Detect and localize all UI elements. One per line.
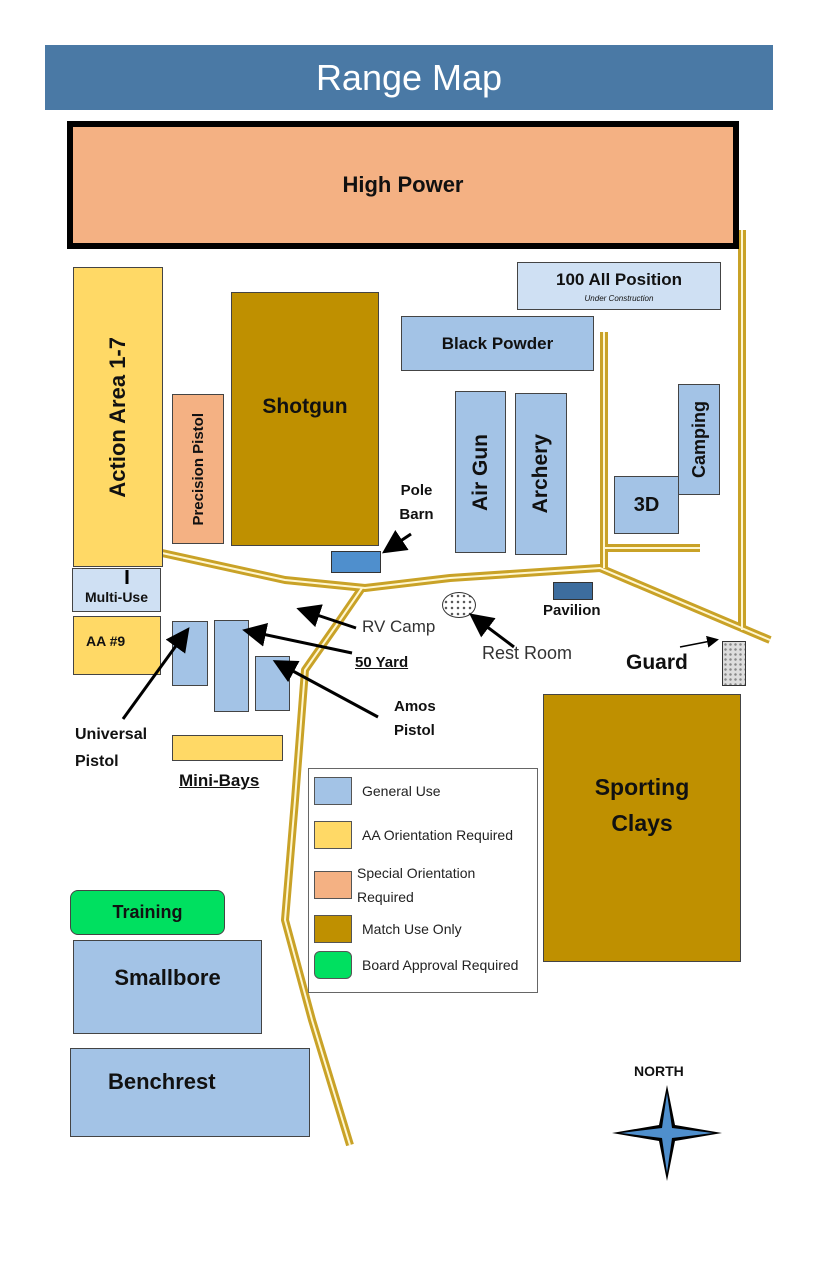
area-smallbore: Smallbore xyxy=(73,940,262,1034)
legend-label: Match Use Only xyxy=(362,921,462,937)
area-shotgun: Shotgun xyxy=(231,292,379,546)
legend-label: AA Orientation Required xyxy=(362,827,513,843)
legend-label: General Use xyxy=(362,783,441,799)
pavilion-label: Pavilion xyxy=(543,602,601,619)
area-sporting-clays: Sporting Clays xyxy=(543,694,741,962)
guard-arrow xyxy=(679,635,719,648)
pole-barn-arrow xyxy=(382,530,412,554)
compass-rose-icon xyxy=(612,1085,722,1181)
area-archery: Archery xyxy=(515,393,567,555)
north-label: NORTH xyxy=(634,1063,684,1079)
amos-pistol-arrow xyxy=(272,660,379,719)
area-high-power-label: High Power xyxy=(342,172,464,197)
guard-house xyxy=(722,641,746,686)
pole-barn-building xyxy=(331,551,381,573)
area-all-position-note: Under Construction xyxy=(584,293,654,303)
area-training: Training xyxy=(70,890,225,935)
area-all-position: 100 All Position Under Construction xyxy=(517,262,721,310)
area-high-power: High Power xyxy=(67,121,739,249)
area-all-position-label: 100 All Position xyxy=(556,269,682,289)
area-3d-label: 3D xyxy=(633,493,660,516)
legend-item: Board Approval Required xyxy=(314,951,518,979)
legend-swatch xyxy=(314,915,352,943)
mini-bays-label: Mini-Bays xyxy=(179,771,260,790)
legend-item: General Use xyxy=(314,777,441,805)
area-shotgun-label: Shotgun xyxy=(262,395,348,418)
area-black-powder: Black Powder xyxy=(401,316,594,371)
legend-swatch xyxy=(314,821,352,849)
legend-item: Match Use Only xyxy=(314,915,462,943)
rest-room-arrow xyxy=(469,613,515,649)
legend-label: Board Approval Required xyxy=(362,957,519,973)
area-multi-use-label: Multi-Use xyxy=(85,589,148,605)
area-mini-bays xyxy=(172,735,283,761)
area-camping: Camping xyxy=(678,384,720,495)
area-training-label: Training xyxy=(112,902,183,922)
universal-pistol-label: Universal Pistol xyxy=(75,726,148,770)
legend-item: Special Orientation Required xyxy=(314,861,507,909)
pavilion-building xyxy=(553,582,593,600)
area-3d: 3D xyxy=(614,476,679,534)
area-multi-use: Multi-Use xyxy=(72,568,161,612)
legend-label: Special Orientation Required xyxy=(357,865,476,905)
fifty-yard-label: 50 Yard xyxy=(355,654,409,671)
area-aa9: AA #9 xyxy=(73,616,161,675)
area-precision-pistol: Precision Pistol xyxy=(172,394,224,544)
area-sporting-clays-label: Sporting Clays xyxy=(594,774,690,836)
area-aa9-label: AA #9 xyxy=(86,633,126,649)
legend-swatch xyxy=(314,777,352,805)
legend-item: AA Orientation Required xyxy=(314,821,513,849)
guard-label: Guard xyxy=(626,651,688,674)
pole-barn-label: Pole Barn xyxy=(399,482,434,523)
area-benchrest: Benchrest xyxy=(70,1048,310,1137)
rest-room-label: Rest Room xyxy=(482,643,573,663)
page-title: Range Map xyxy=(45,45,773,110)
legend-swatch xyxy=(314,871,352,899)
amos-pistol-label: Amos Pistol xyxy=(394,698,436,739)
area-action-area: Action Area 1-7 xyxy=(73,267,163,567)
fifty-yard-arrow xyxy=(242,622,353,655)
area-black-powder-label: Black Powder xyxy=(441,333,554,353)
area-benchrest-label: Benchrest xyxy=(108,1069,216,1094)
area-smallbore-label: Smallbore xyxy=(114,965,221,990)
universal-pistol-arrow xyxy=(121,627,190,720)
legend-swatch xyxy=(314,951,352,979)
rv-camp-arrow xyxy=(296,604,357,630)
area-air-gun: Air Gun xyxy=(455,391,506,553)
rv-camp-label: RV Camp xyxy=(362,617,436,636)
map-legend: General Use AA Orientation Required Spec… xyxy=(308,768,538,993)
